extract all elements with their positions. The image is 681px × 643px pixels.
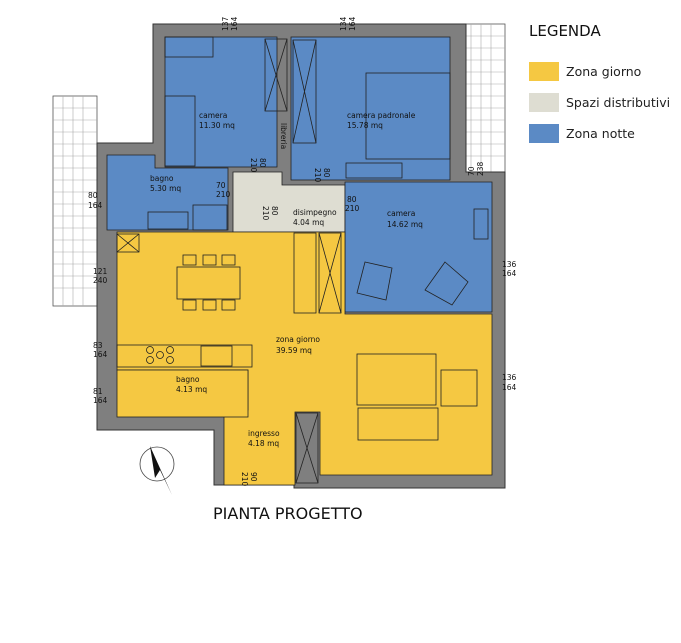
legend: LEGENDA Zona giorno Spazi distributivi Z…	[529, 22, 670, 155]
svg-text:210: 210	[261, 206, 270, 221]
svg-text:238: 238	[476, 161, 485, 176]
svg-text:210: 210	[216, 190, 231, 199]
svg-text:80: 80	[88, 191, 98, 200]
room-bagno-giorno	[116, 369, 249, 418]
svg-text:80: 80	[322, 168, 331, 178]
svg-text:11.30 mq: 11.30 mq	[199, 121, 235, 130]
svg-text:90: 90	[249, 472, 258, 482]
svg-text:39.59 mq: 39.59 mq	[276, 346, 312, 355]
svg-text:camera: camera	[387, 209, 415, 218]
svg-text:bagno: bagno	[150, 174, 174, 183]
legend-swatch	[529, 93, 559, 112]
svg-text:210: 210	[249, 158, 258, 173]
furniture	[116, 36, 489, 484]
legend-item-spazi-distributivi: Spazi distributivi	[529, 93, 670, 112]
svg-text:164: 164	[88, 201, 103, 210]
svg-text:14.62 mq: 14.62 mq	[387, 220, 423, 229]
svg-text:210: 210	[240, 472, 249, 487]
room-camera	[164, 36, 278, 168]
svg-text:121: 121	[93, 267, 108, 276]
svg-text:4.18 mq: 4.18 mq	[248, 439, 279, 448]
svg-text:164: 164	[93, 396, 108, 405]
svg-text:bagno: bagno	[176, 375, 200, 384]
svg-text:164: 164	[93, 350, 108, 359]
svg-text:210: 210	[313, 168, 322, 183]
legend-item-zona-giorno: Zona giorno	[529, 62, 670, 81]
svg-text:ingresso: ingresso	[248, 429, 280, 438]
legend-label: Spazi distributivi	[566, 95, 671, 110]
svg-text:164: 164	[230, 16, 239, 31]
svg-text:136: 136	[502, 373, 517, 382]
svg-text:70: 70	[467, 166, 476, 176]
legend-swatch	[529, 124, 559, 143]
svg-text:164: 164	[502, 383, 517, 392]
svg-text:81: 81	[93, 387, 103, 396]
svg-text:80: 80	[347, 195, 357, 204]
svg-text:5.30 mq: 5.30 mq	[150, 184, 181, 193]
svg-text:libreria: libreria	[279, 123, 288, 149]
legend-swatch	[529, 62, 559, 81]
legend-title: LEGENDA	[529, 22, 601, 40]
svg-text:83: 83	[93, 341, 103, 350]
terrace-left	[52, 95, 98, 307]
svg-text:210: 210	[345, 204, 360, 213]
legend-label: Zona giorno	[566, 64, 642, 79]
svg-text:4.04 mq: 4.04 mq	[293, 218, 324, 227]
room-camera-2	[344, 181, 493, 313]
svg-text:disimpegno: disimpegno	[293, 208, 337, 217]
plan-title: PIANTA PROGETTO	[213, 504, 363, 523]
terrace-right	[460, 23, 506, 175]
svg-text:80: 80	[270, 206, 279, 216]
svg-text:164: 164	[502, 269, 517, 278]
legend-label: Zona notte	[566, 126, 635, 141]
svg-text:70: 70	[216, 181, 226, 190]
svg-text:15.78 mq: 15.78 mq	[347, 121, 383, 130]
room-bagno-notte	[106, 154, 229, 231]
north-arrow-icon	[139, 446, 175, 495]
svg-text:camera: camera	[199, 111, 227, 120]
svg-text:137: 137	[221, 16, 230, 31]
svg-text:zona giorno: zona giorno	[276, 335, 320, 344]
svg-text:4.13 mq: 4.13 mq	[176, 385, 207, 394]
svg-text:80: 80	[258, 158, 267, 168]
svg-text:240: 240	[93, 276, 108, 285]
svg-text:134: 134	[339, 16, 348, 31]
svg-text:camera padronale: camera padronale	[347, 111, 416, 120]
svg-text:136: 136	[502, 260, 517, 269]
legend-item-zona-notte: Zona notte	[529, 124, 670, 143]
room-camera-padronale	[290, 36, 451, 181]
svg-text:164: 164	[348, 16, 357, 31]
